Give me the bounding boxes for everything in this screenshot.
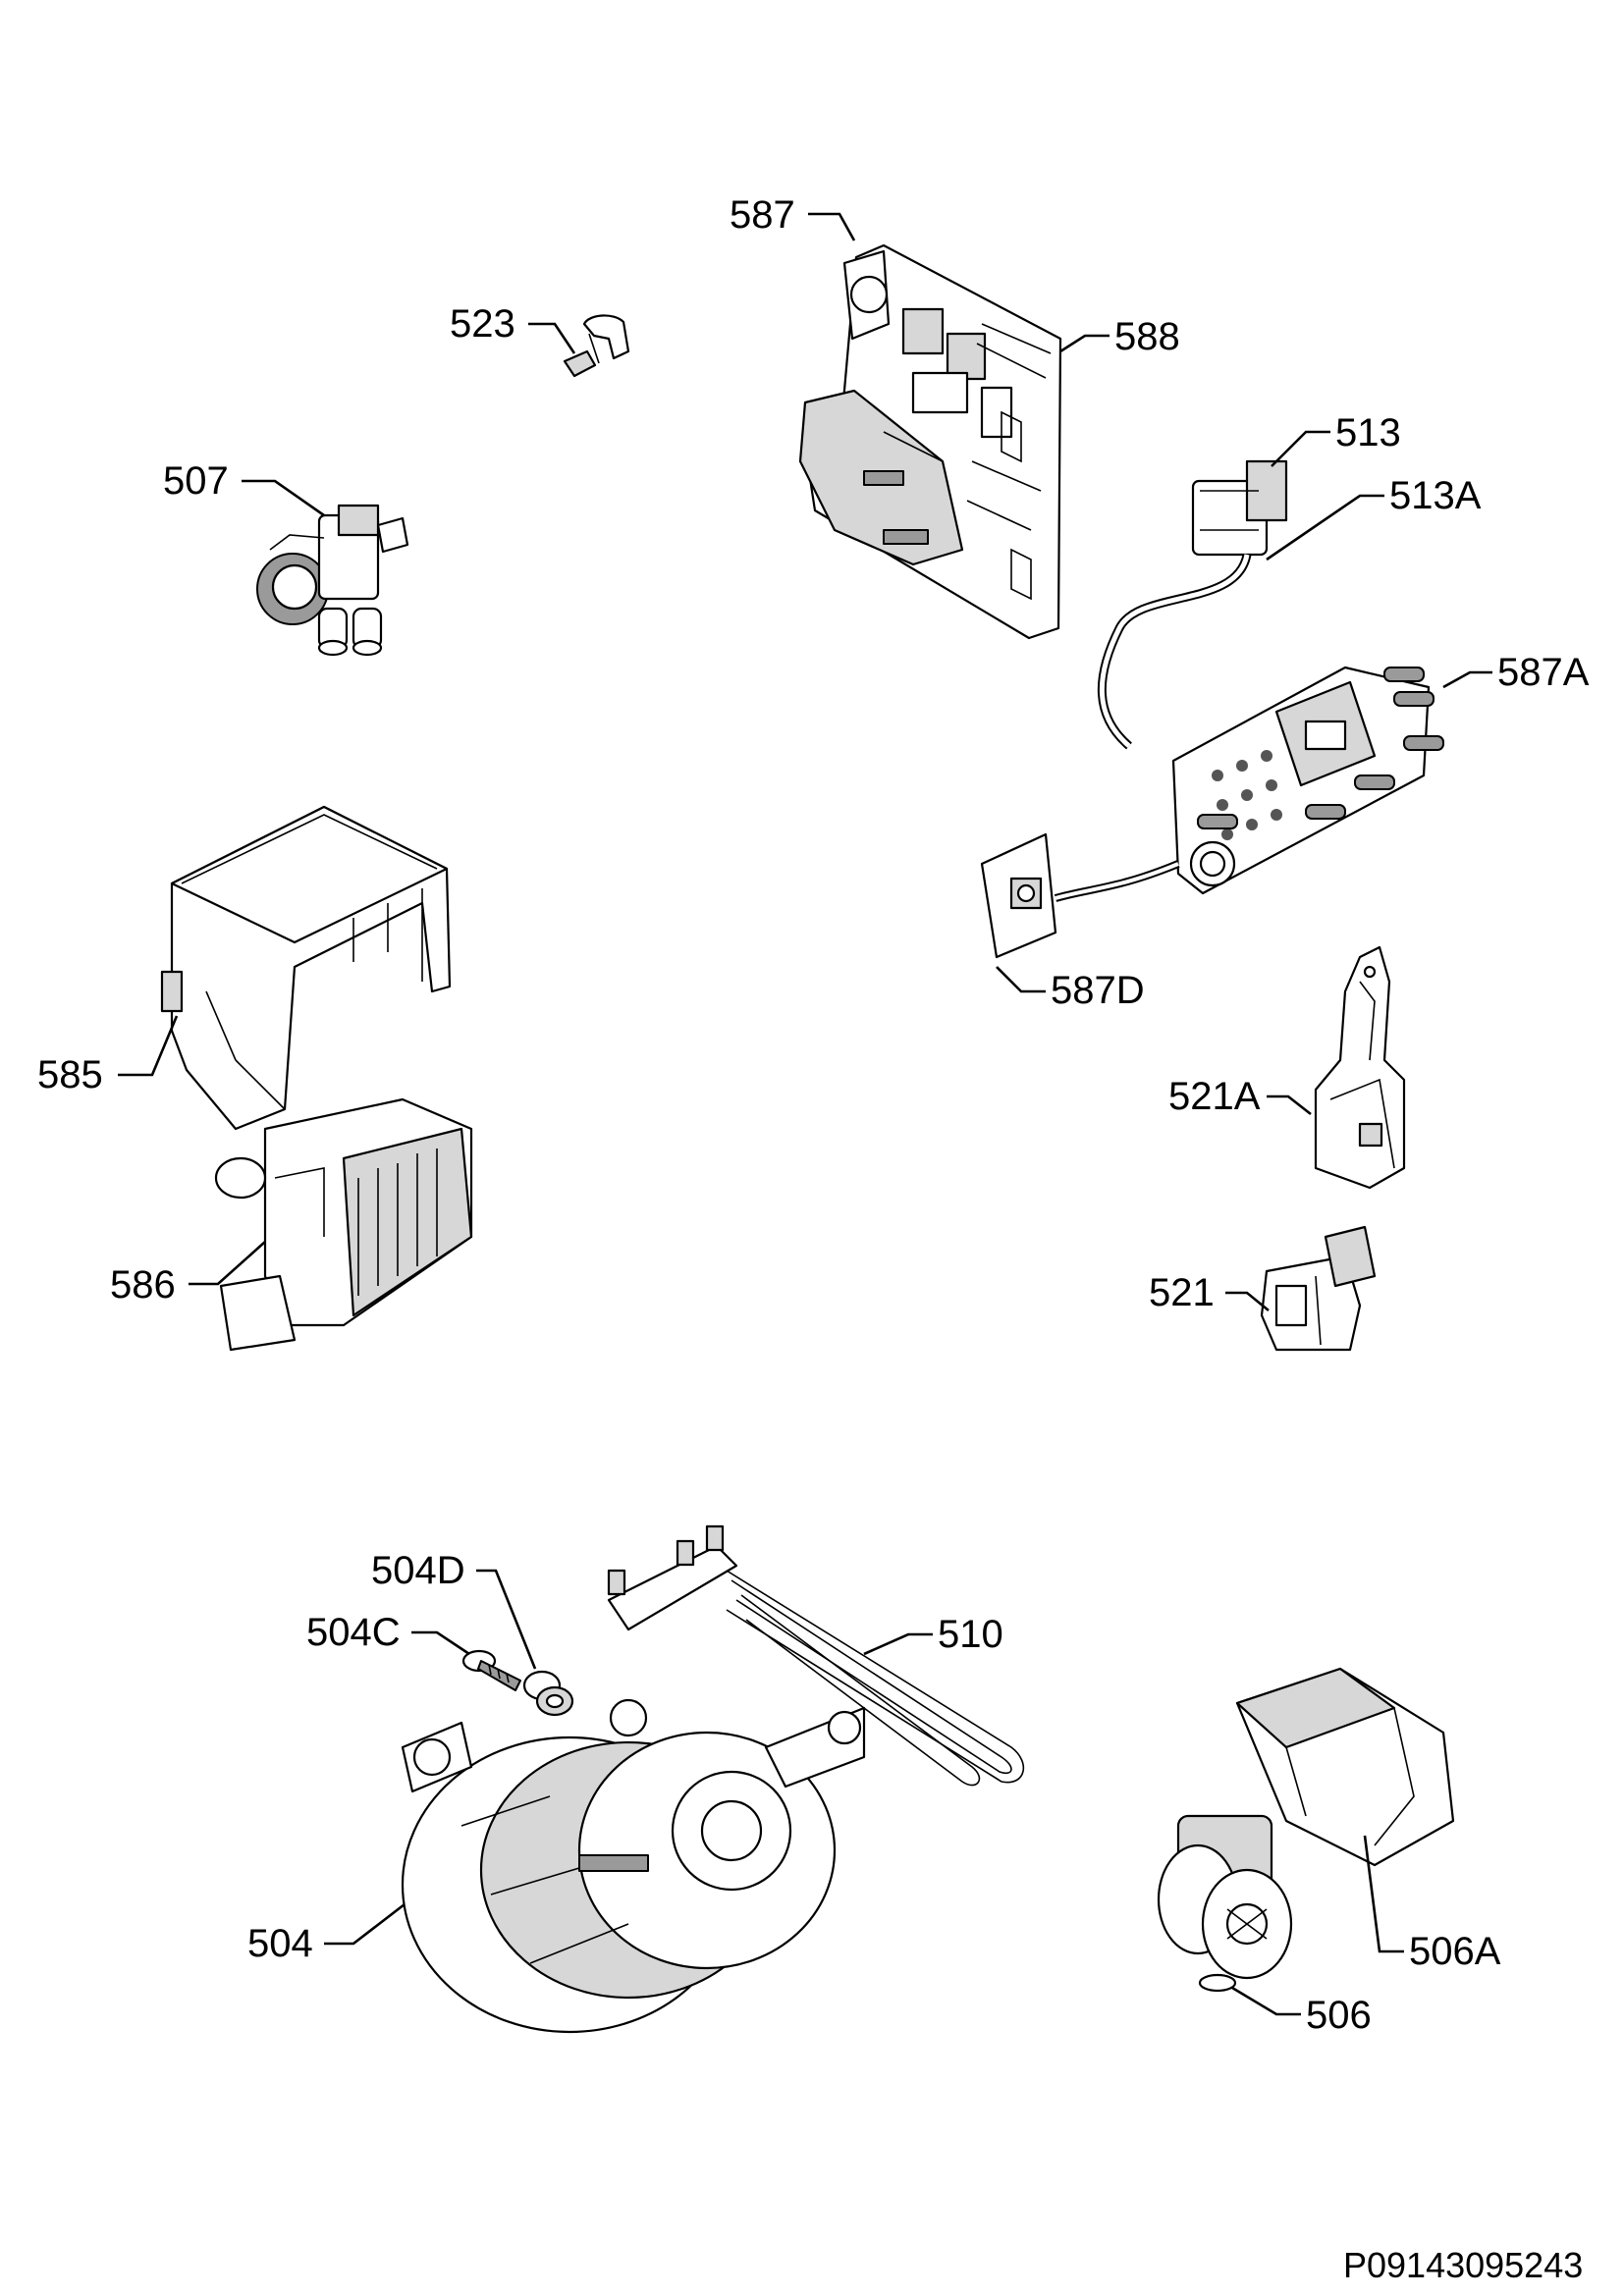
leader-504 [324,1902,406,1946]
leader-504D [476,1569,537,1670]
label-586: 586 [110,1263,176,1307]
part-504-drawing[interactable] [401,1698,866,2034]
label-523: 523 [450,302,515,346]
part-506-drawing[interactable] [1157,1814,1293,1993]
leader-587D [996,966,1046,993]
label-510: 510 [938,1613,1003,1656]
label-587: 587 [730,193,795,237]
reference-code: P09143095243 [1343,2245,1583,2285]
label-507: 507 [163,459,229,503]
leader-513 [1271,430,1330,467]
leader-510 [863,1632,933,1656]
label-585: 585 [37,1053,103,1096]
label-506A: 506A [1409,1930,1501,1973]
label-506: 506 [1306,1994,1372,2037]
part-585-drawing[interactable] [160,805,452,1131]
part-506A-drawing[interactable] [1235,1667,1455,1867]
part-587D-drawing[interactable] [980,832,1180,959]
part-521-drawing[interactable] [1260,1225,1377,1352]
label-587A: 587A [1497,651,1590,694]
part-523-drawing[interactable] [563,314,630,378]
label-504D: 504D [371,1549,465,1592]
part-586-drawing[interactable] [214,1097,473,1352]
leader-587A [1442,670,1492,689]
leader-507 [242,479,325,517]
label-588: 588 [1114,315,1180,358]
label-504: 504 [247,1922,313,1965]
label-513: 513 [1335,411,1401,454]
leader-506 [1231,1986,1301,2016]
leader-588 [1059,334,1110,353]
part-507-drawing[interactable] [256,504,409,657]
leader-506A [1363,1835,1404,1953]
part-587A-drawing[interactable] [1171,666,1444,895]
part-513-drawing[interactable] [1097,459,1288,750]
part-504C-drawing[interactable] [461,1649,521,1691]
label-587D: 587D [1051,969,1145,1012]
leader-523 [528,322,576,354]
leader-587 [808,212,856,241]
leader-586 [189,1241,266,1286]
callout-labels: 587 588 523 507 513 513A 587A 587D 585 5… [37,193,1590,2037]
label-521A: 521A [1168,1075,1261,1118]
part-504D-drawing[interactable] [522,1670,574,1717]
leader-521A [1267,1095,1312,1116]
leader-lines [118,212,1492,2016]
leader-504C [411,1630,470,1656]
leader-513A [1266,494,1384,561]
part-587-drawing[interactable] [798,243,1062,640]
label-504C: 504C [306,1611,401,1654]
leader-521 [1225,1291,1270,1312]
label-521: 521 [1149,1271,1215,1314]
part-521A-drawing[interactable] [1314,945,1406,1190]
leader-585 [118,1015,179,1077]
part-510-drawing[interactable] [607,1524,1025,1787]
label-513A: 513A [1389,474,1482,517]
